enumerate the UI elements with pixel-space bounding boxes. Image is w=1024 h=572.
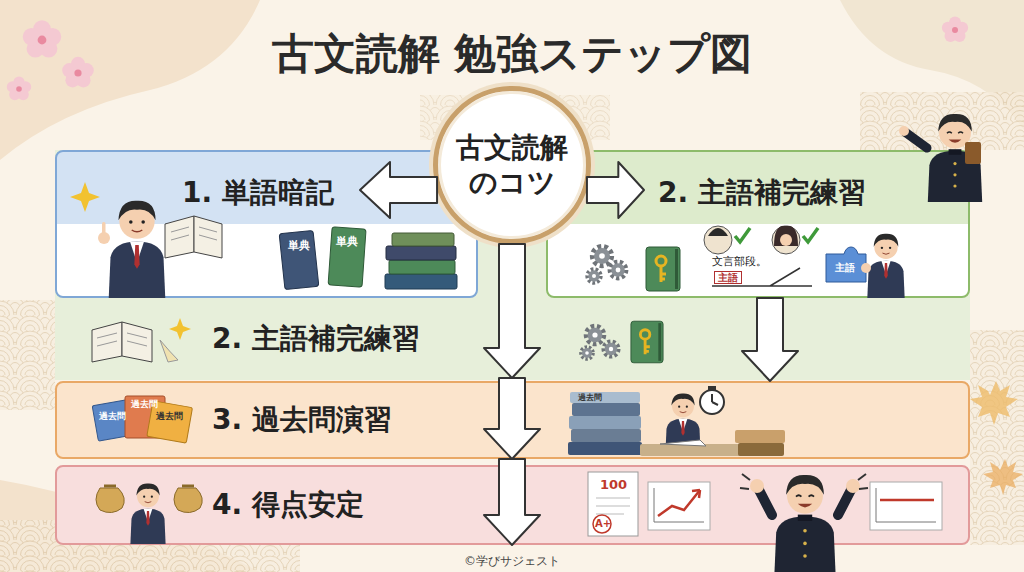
- step-box: 2. 主語補完練習: [546, 150, 970, 298]
- illustration-label: 主語: [835, 262, 855, 273]
- step-heading: 2. 主語補完練習: [212, 320, 420, 358]
- step-band: 2. 主語補完練習: [55, 300, 970, 378]
- illustration-label: 過去問: [131, 400, 158, 410]
- hub-label: 古文読解のコツ: [450, 130, 574, 200]
- sakura-decoration: [23, 20, 62, 57]
- step-heading: 1. 単語暗記: [182, 174, 334, 212]
- illustration-label: 主語: [714, 271, 742, 284]
- sakura-decoration: [7, 76, 32, 100]
- hub-circle: 古文読解のコツ: [433, 86, 591, 244]
- wave-pattern: [0, 92, 1024, 572]
- wave-pattern: [0, 300, 55, 410]
- step-heading: 4. 得点安定: [212, 486, 364, 524]
- copyright-caption: ©学びサジェスト: [0, 553, 1024, 570]
- illustration-label: 単典: [288, 240, 310, 252]
- sakura-decoration: [62, 57, 94, 88]
- illustration-label: 過去問: [99, 412, 126, 422]
- teacher-figure: [905, 132, 927, 148]
- maple-leaves: [983, 459, 1023, 495]
- step-band: 4. 得点安定: [55, 465, 970, 545]
- wave-pattern: [860, 92, 1024, 150]
- step-box: 1. 単語暗記: [55, 150, 478, 298]
- step-heading: 3. 過去問演習: [212, 401, 392, 439]
- maple-leaves: [970, 381, 1018, 425]
- illustration-label: 文言部段。: [712, 256, 767, 268]
- step-heading: 2. 主語補完練習: [658, 174, 866, 212]
- maple-leaves: [970, 381, 1023, 495]
- diagram-title: 古文読解 勉強ステップ図: [0, 26, 1024, 82]
- illustration-label: 過去問: [578, 394, 602, 403]
- step-band: 3. 過去問演習: [55, 381, 970, 459]
- illustration-label: 100: [600, 478, 627, 492]
- illustration-label: A+: [595, 518, 611, 529]
- illustration-label: 単典: [336, 236, 358, 248]
- teacher-figure: [899, 126, 909, 136]
- wave-pattern: [970, 330, 1024, 545]
- sakura-decoration: [942, 17, 968, 43]
- background-blobs: [0, 0, 260, 160]
- illustration-label: 過去問: [156, 412, 183, 422]
